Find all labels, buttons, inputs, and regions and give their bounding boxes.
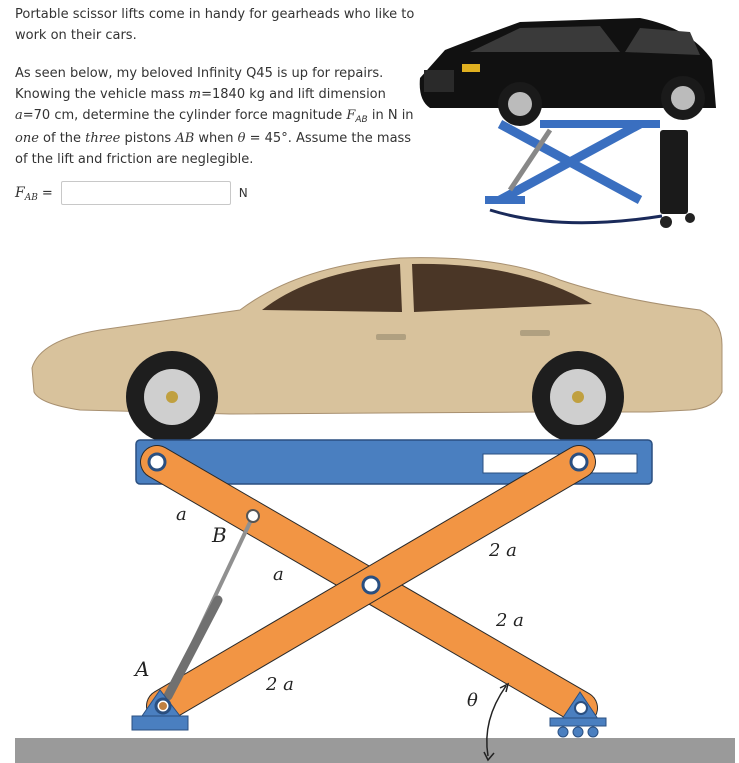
answer-label: FAB (15, 185, 38, 203)
left-base-support (131, 689, 189, 731)
theta-arrow-bottom (483, 751, 495, 762)
force-answer-input[interactable] (60, 181, 231, 205)
label-a-upper: a (176, 504, 187, 525)
ground (15, 738, 735, 763)
car-illustration (31, 257, 723, 443)
mass-symbol: m (188, 87, 202, 102)
hydraulic-piston (163, 509, 260, 701)
theta-arc (486, 685, 507, 757)
label-theta: θ (467, 690, 478, 711)
equals-sign: = (41, 185, 53, 201)
pin-center (361, 575, 381, 595)
theta-arrow-top (499, 682, 510, 693)
label-B: B (211, 523, 227, 547)
pin-B (246, 509, 260, 523)
answer-row: FAB = N (15, 179, 248, 207)
label-a-middle: a (273, 564, 284, 585)
pin-top-left (147, 452, 167, 472)
scissor-arms (140, 445, 598, 725)
force-symbol: F (346, 108, 356, 123)
label-A: A (133, 657, 149, 681)
photo-car-on-lift (419, 18, 716, 228)
pin-top-right (569, 452, 589, 472)
right-roller-support (549, 691, 607, 738)
a-value: =70 cm, determine the cylinder force mag… (22, 108, 347, 123)
unit-label: N (238, 186, 248, 200)
a-symbol: a (15, 108, 23, 123)
question-paragraph: As seen below, my beloved Infinity Q45 i… (15, 66, 414, 167)
problem-statement: Portable scissor lifts come in handy for… (15, 4, 415, 187)
label-2a-lower: 2 a (265, 674, 294, 695)
mass-value: =1840 kg and lift dimension (201, 87, 386, 102)
label-2a-right-lower: 2 a (495, 610, 524, 631)
intro-paragraph: Portable scissor lifts come in handy for… (15, 7, 415, 43)
lift-platform (135, 439, 653, 485)
label-2a-right-upper: 2 a (488, 540, 517, 561)
